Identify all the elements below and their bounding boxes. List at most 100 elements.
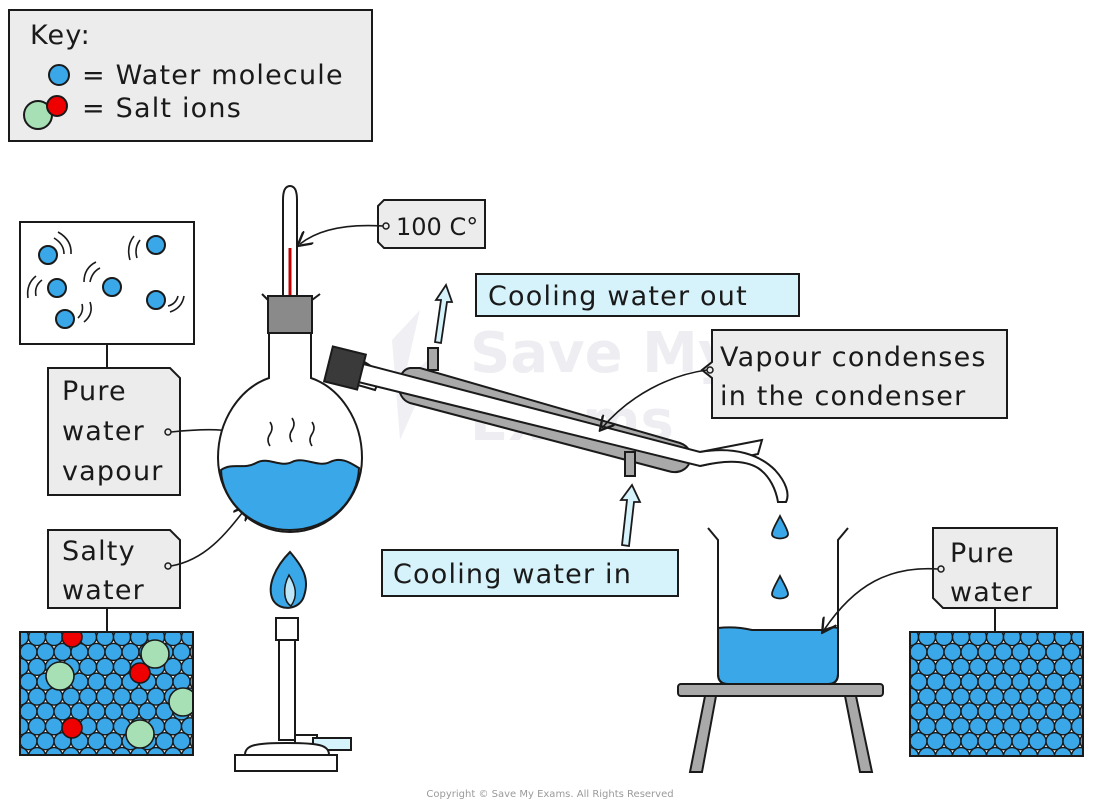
water-molecule <box>951 657 971 677</box>
water-molecule <box>112 687 132 706</box>
pure-vapour-line-2: water <box>62 416 145 447</box>
water-molecule <box>951 687 971 706</box>
water-molecule <box>1002 657 1022 677</box>
water-molecule <box>934 746 954 756</box>
water-molecule <box>934 717 954 736</box>
pure-water-particles <box>910 632 1083 756</box>
water-molecule <box>977 732 996 751</box>
copyright-text: Copyright © Save My Exams. All Rights Re… <box>426 789 673 800</box>
water-molecule <box>27 657 47 677</box>
water-molecule <box>1070 687 1083 706</box>
pure-water-vapour-label: Pure water vapour <box>47 367 181 496</box>
pure-water-pointer <box>824 567 939 630</box>
water-molecule <box>1062 642 1081 662</box>
water-molecule <box>112 657 132 677</box>
water-molecule <box>943 672 962 691</box>
water-molecule <box>977 702 996 721</box>
water-molecule <box>934 657 954 677</box>
water-molecule <box>926 732 945 751</box>
water-molecule <box>172 642 191 662</box>
water-molecule <box>1062 732 1081 751</box>
key-title: Key: <box>30 20 91 51</box>
water-molecule <box>994 642 1013 662</box>
water-molecule <box>910 672 928 691</box>
condenser-pointer <box>602 369 708 428</box>
key-salt-label: = Salt ions <box>82 93 242 124</box>
water-molecule <box>27 746 47 755</box>
water-molecule <box>917 746 937 756</box>
water-molecule <box>180 632 193 647</box>
water-molecule <box>172 732 191 751</box>
water-molecule <box>1002 687 1022 706</box>
water-molecule <box>1062 702 1081 721</box>
water-molecule <box>129 687 149 706</box>
flask-stopper <box>267 295 313 334</box>
water-molecule <box>1011 642 1030 662</box>
bunsen-burner <box>234 550 352 772</box>
salt-ion-red-icon <box>46 95 68 117</box>
water-molecule <box>78 687 98 706</box>
water-molecule <box>994 702 1013 721</box>
water-molecule <box>146 746 166 755</box>
water-molecule <box>53 702 72 721</box>
temperature-text: 100 C° <box>396 213 478 241</box>
salt-ion-green <box>125 719 155 749</box>
salty-water-label: Salty water <box>47 529 181 609</box>
salt-ion-red <box>61 717 83 739</box>
water-molecule <box>985 717 1005 736</box>
water-molecule <box>87 672 106 691</box>
condenser <box>322 345 789 503</box>
water-molecule <box>20 702 38 721</box>
water-molecule <box>926 702 945 721</box>
water-molecule <box>1002 717 1022 736</box>
droplet-icon <box>771 513 789 540</box>
water-molecule <box>1019 746 1039 756</box>
water-molecule <box>977 672 996 691</box>
water-molecule <box>985 746 1005 756</box>
water-molecule <box>1011 672 1030 691</box>
water-molecule <box>87 642 106 662</box>
water-molecule <box>951 717 971 736</box>
water-molecule <box>960 642 979 662</box>
water-molecule <box>968 687 988 706</box>
water-molecule <box>78 657 98 677</box>
water-molecule <box>1036 717 1056 736</box>
cooling-in-arrow-icon <box>619 483 642 548</box>
water-molecule <box>104 702 123 721</box>
pure-water-line-1: Pure <box>950 538 1015 569</box>
water-molecule <box>129 746 149 755</box>
water-molecule <box>968 657 988 677</box>
water-molecule <box>121 702 140 721</box>
water-molecule <box>112 746 132 755</box>
water-molecule <box>1070 632 1083 647</box>
water-molecule <box>1062 672 1081 691</box>
salt-ion-green <box>140 639 170 669</box>
tripod-stand <box>677 683 884 773</box>
condenser-line-2: in the condenser <box>720 381 966 412</box>
water-molecule <box>78 746 98 755</box>
water-molecule <box>1070 717 1083 736</box>
pure-water-line-2: water <box>950 577 1033 608</box>
water-molecule <box>1028 672 1047 691</box>
water-molecule <box>951 746 971 756</box>
water-molecule <box>163 746 183 755</box>
water-molecule-icon <box>48 64 70 86</box>
water-molecule <box>1036 657 1056 677</box>
water-molecule <box>1036 746 1056 756</box>
water-molecule <box>95 717 115 736</box>
water-molecule <box>104 672 123 691</box>
water-molecule <box>917 657 937 677</box>
pure-vapour-line-3: vapour <box>62 456 164 487</box>
water-molecule <box>121 642 140 662</box>
water-molecule <box>27 717 47 736</box>
vapour-wisps <box>267 417 315 447</box>
water-molecule <box>1045 732 1064 751</box>
salt-ion-green <box>45 661 75 691</box>
water-molecule <box>36 732 55 751</box>
salt-ion-green <box>168 687 193 717</box>
water-molecule <box>1053 657 1073 677</box>
salt-ion-red <box>129 662 151 684</box>
water-molecule <box>1070 746 1083 756</box>
water-molecule <box>960 702 979 721</box>
